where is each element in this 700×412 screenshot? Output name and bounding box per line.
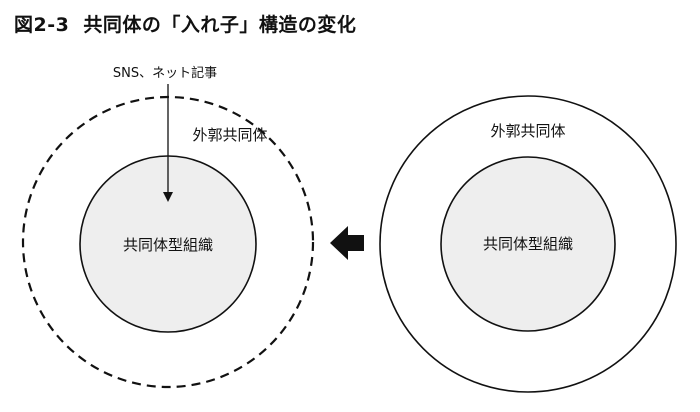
right-outer-label: 外郭共同体 xyxy=(490,122,565,140)
right-inner-label: 共同体型組織 xyxy=(483,235,573,253)
source-label: SNS、ネット記事 xyxy=(113,65,217,81)
left-diagram: SNS、ネット記事 外郭共同体 共同体型組織 xyxy=(21,65,315,389)
figure-title: 図2-3 共同体の「入れ子」構造の変化 xyxy=(14,10,356,37)
right-diagram: 外郭共同体 共同体型組織 xyxy=(379,95,677,393)
change-arrow-icon xyxy=(330,226,364,260)
left-inner-label: 共同体型組織 xyxy=(123,236,213,254)
left-outer-label: 外郭共同体 xyxy=(192,126,267,144)
figure-caption: 共同体の「入れ子」構造の変化 xyxy=(83,14,357,36)
right-inner-circle xyxy=(440,156,616,332)
figure-number: 図2-3 xyxy=(14,14,70,36)
